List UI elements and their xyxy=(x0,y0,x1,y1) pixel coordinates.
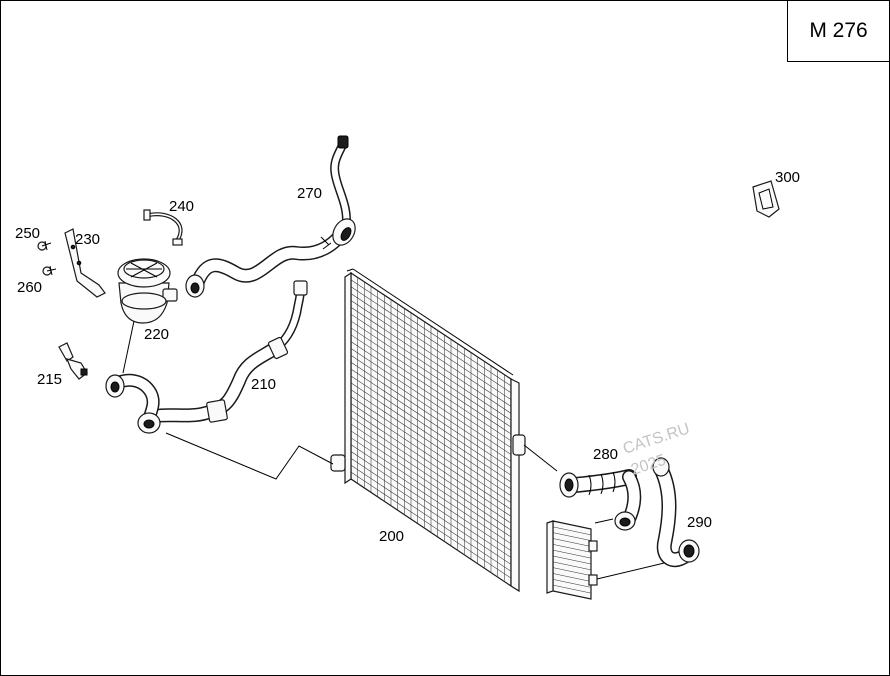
model-label: M 276 xyxy=(809,19,868,42)
part-number-200[interactable]: 200 xyxy=(379,528,404,545)
clamp-240[interactable] xyxy=(143,209,183,246)
part-number-labels: 200 210 215 220 230 240 250 260 270 280 … xyxy=(15,169,800,545)
bracket-230[interactable] xyxy=(64,228,106,298)
hose-270[interactable] xyxy=(185,135,360,298)
seal-300[interactable] xyxy=(752,180,780,218)
part-number-220[interactable]: 220 xyxy=(144,326,169,343)
part-number-270[interactable]: 270 xyxy=(297,185,322,202)
model-label-box: M 276 xyxy=(787,1,889,62)
oil-cooler[interactable] xyxy=(546,520,598,600)
hose-280[interactable] xyxy=(559,469,642,531)
screw-260[interactable] xyxy=(42,265,57,276)
hose-210[interactable] xyxy=(105,280,308,434)
part-number-290[interactable]: 290 xyxy=(687,514,712,531)
radiator-core-grid xyxy=(350,277,512,581)
part-number-260[interactable]: 260 xyxy=(17,279,42,296)
part-number-230[interactable]: 230 xyxy=(75,231,100,248)
part-number-215[interactable]: 215 xyxy=(37,371,62,388)
pump-220[interactable] xyxy=(117,258,178,324)
svg-text:CATS.RU: CATS.RU xyxy=(621,420,692,458)
part-number-250[interactable]: 250 xyxy=(15,225,40,242)
sensor-215[interactable] xyxy=(58,342,88,380)
screw-250[interactable] xyxy=(37,240,52,251)
hose-290[interactable] xyxy=(652,457,700,568)
watermark: CATS.RU 2025 xyxy=(621,420,692,479)
part-number-240[interactable]: 240 xyxy=(169,198,194,215)
part-number-210[interactable]: 210 xyxy=(251,376,276,393)
oil-cooler-fins xyxy=(552,526,592,594)
part-number-280[interactable]: 280 xyxy=(593,446,618,463)
part-number-300[interactable]: 300 xyxy=(775,169,800,186)
radiator[interactable] xyxy=(330,268,526,593)
